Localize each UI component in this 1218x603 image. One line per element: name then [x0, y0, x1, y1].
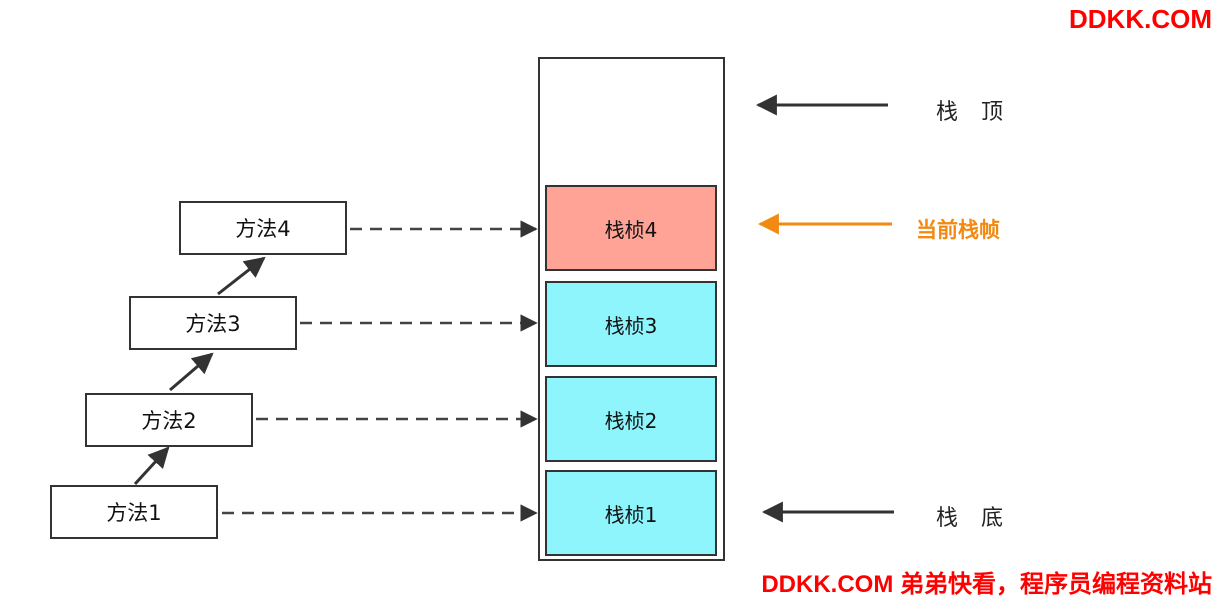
stack-top-label: 栈 顶 — [936, 100, 1011, 125]
stack-frame-3: 栈桢3 — [545, 281, 717, 367]
stack-bottom-label: 栈 底 — [936, 506, 1011, 531]
current-frame-label: 当前栈帧 — [916, 218, 1000, 242]
watermark-bottom: DDKK.COM 弟弟快看，程序员编程资料站 — [761, 571, 1212, 598]
method-box-4: 方法4 — [179, 201, 347, 255]
method-box-1: 方法1 — [50, 485, 218, 539]
stack-frame-4-current: 栈桢4 — [545, 185, 717, 271]
method-box-3: 方法3 — [129, 296, 297, 350]
stack-frame-2: 栈桢2 — [545, 376, 717, 462]
stack-frame-1: 栈桢1 — [545, 470, 717, 556]
watermark-top: DDKK.COM — [1069, 4, 1212, 34]
call-arrow-3-4 — [217, 256, 266, 296]
method-box-2: 方法2 — [85, 393, 253, 447]
call-arrow-2-3 — [169, 352, 214, 392]
call-arrow-1-2 — [133, 446, 170, 486]
